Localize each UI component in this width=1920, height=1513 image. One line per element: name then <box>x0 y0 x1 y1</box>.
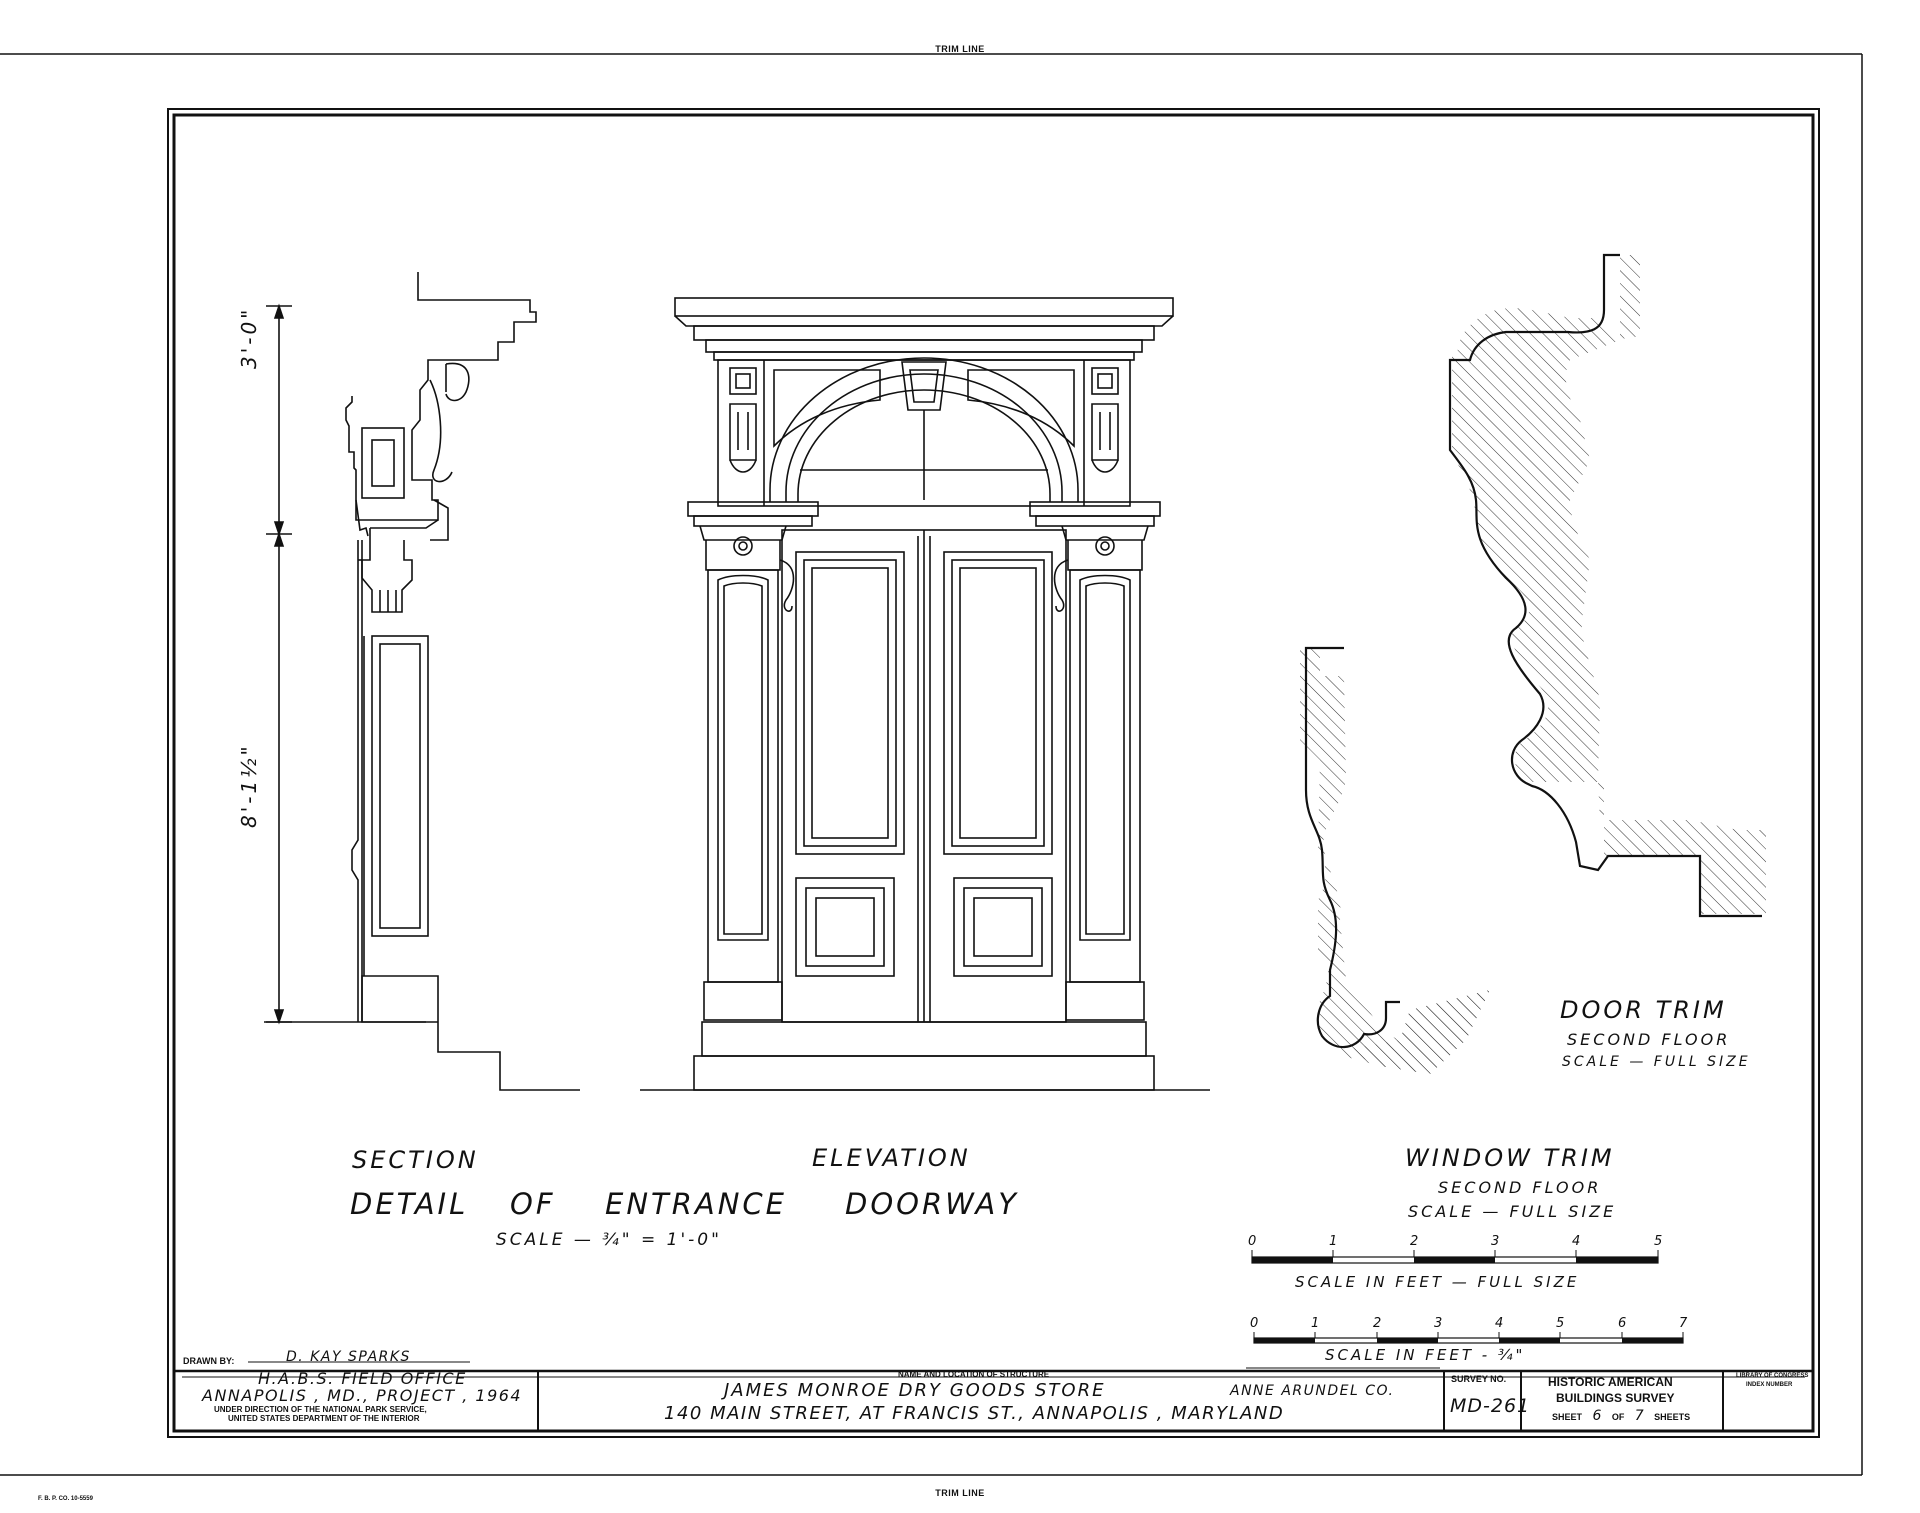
sheet-suffix: SHEETS <box>1654 1412 1691 1422</box>
outer-border <box>167 108 1820 1438</box>
door-trim-profile <box>1448 253 1766 918</box>
dim-upper-label: 3'-0" <box>237 306 261 369</box>
survey-no-label: SURVEY NO. <box>1451 1374 1507 1384</box>
main-scale-label: SCALE — ¾" = 1'-0" <box>496 1230 722 1250</box>
office-line-2: ANNAPOLIS , MD., PROJECT , 1964 <box>202 1386 523 1405</box>
title-block-lines <box>174 1361 1813 1431</box>
window-trim-floor: SECOND FLOOR <box>1438 1178 1602 1197</box>
scale-full-tick: 1 <box>1329 1234 1341 1249</box>
sheet-total: 7 <box>1634 1408 1644 1424</box>
drawn-by-name: D. KAY SPARKS <box>286 1349 411 1365</box>
sheet-count: SHEET 6 OF 7 SHEETS <box>1552 1407 1690 1425</box>
agency-line-1: HISTORIC AMERICAN <box>1548 1375 1673 1389</box>
scale-34-tick: 0 <box>1250 1316 1262 1331</box>
office-line-4: UNITED STATES DEPARTMENT OF THE INTERIOR <box>228 1414 420 1423</box>
structure-name: JAMES MONROE DRY GOODS STORE <box>724 1380 1106 1401</box>
title-word-detail: DETAIL <box>350 1187 469 1221</box>
loc-label-1: LIBRARY OF CONGRESS <box>1736 1373 1809 1379</box>
structure-label: NAME AND LOCATION OF STRUCTURE <box>898 1370 1050 1379</box>
scale-full-tick: 2 <box>1410 1234 1422 1249</box>
door-trim-title: DOOR TRIM <box>1560 996 1727 1024</box>
scale-34-caption: SCALE IN FEET - ¾" <box>1325 1346 1526 1364</box>
printer-mark: F. B. P. CO. 10-5559 <box>38 1496 93 1502</box>
scale-full-tick: 4 <box>1572 1234 1584 1249</box>
section-drawing <box>264 272 580 1091</box>
structure-address: 140 MAIN STREET, AT FRANCIS ST., ANNAPOL… <box>664 1403 1285 1424</box>
office-line-1: H.A.B.S. FIELD OFFICE <box>258 1369 467 1388</box>
scale-34-tick: 2 <box>1373 1316 1385 1331</box>
office-line-3: UNDER DIRECTION OF THE NATIONAL PARK SER… <box>214 1405 427 1414</box>
scale-34-tick: 6 <box>1618 1316 1630 1331</box>
scale-34-tick: 1 <box>1311 1316 1323 1331</box>
trim-line-top: TRIM LINE <box>935 44 985 54</box>
scale-34-tick: 4 <box>1495 1316 1507 1331</box>
window-trim-scale: SCALE — FULL SIZE <box>1408 1202 1617 1221</box>
scale-34-tick: 3 <box>1434 1316 1446 1331</box>
elevation-label: ELEVATION <box>812 1144 971 1172</box>
section-label: SECTION <box>352 1146 479 1174</box>
scale-full-tick: 0 <box>1248 1234 1260 1249</box>
drawn-by-label: DRAWN BY: <box>183 1356 235 1366</box>
scale-full-tick: 3 <box>1491 1234 1503 1249</box>
trim-line-bottom: TRIM LINE <box>935 1488 985 1498</box>
survey-no-value: MD-261 <box>1450 1395 1531 1417</box>
loc-label-2: INDEX NUMBER <box>1746 1382 1793 1388</box>
title-word-entrance: ENTRANCE <box>605 1187 787 1221</box>
sheet-prefix: SHEET <box>1552 1412 1583 1422</box>
structure-county: ANNE ARUNDEL CO. <box>1230 1383 1395 1399</box>
inner-border <box>172 113 1815 1433</box>
window-trim-title: WINDOW TRIM <box>1405 1144 1615 1172</box>
sheet-of: OF <box>1611 1412 1625 1422</box>
dim-lower-label: 8'-1½" <box>237 743 261 828</box>
scale-bar-full-size <box>1251 1250 1659 1264</box>
scale-34-tick: 5 <box>1556 1316 1568 1331</box>
scale-full-caption: SCALE IN FEET — FULL SIZE <box>1295 1273 1580 1291</box>
scale-bar-three-quarter <box>1253 1332 1684 1344</box>
door-trim-floor: SECOND FLOOR <box>1567 1030 1731 1049</box>
agency-line-2: BUILDINGS SURVEY <box>1556 1391 1675 1405</box>
scale-full-tick: 5 <box>1654 1234 1666 1249</box>
window-trim-profile <box>1300 646 1490 1074</box>
scale-34-tick: 7 <box>1679 1316 1691 1331</box>
sheet-number: 6 <box>1592 1408 1602 1424</box>
title-word-doorway: DOORWAY <box>845 1187 1019 1221</box>
door-trim-scale: SCALE — FULL SIZE <box>1562 1054 1751 1070</box>
title-word-of: OF <box>510 1187 556 1221</box>
elevation-drawing <box>640 297 1210 1091</box>
